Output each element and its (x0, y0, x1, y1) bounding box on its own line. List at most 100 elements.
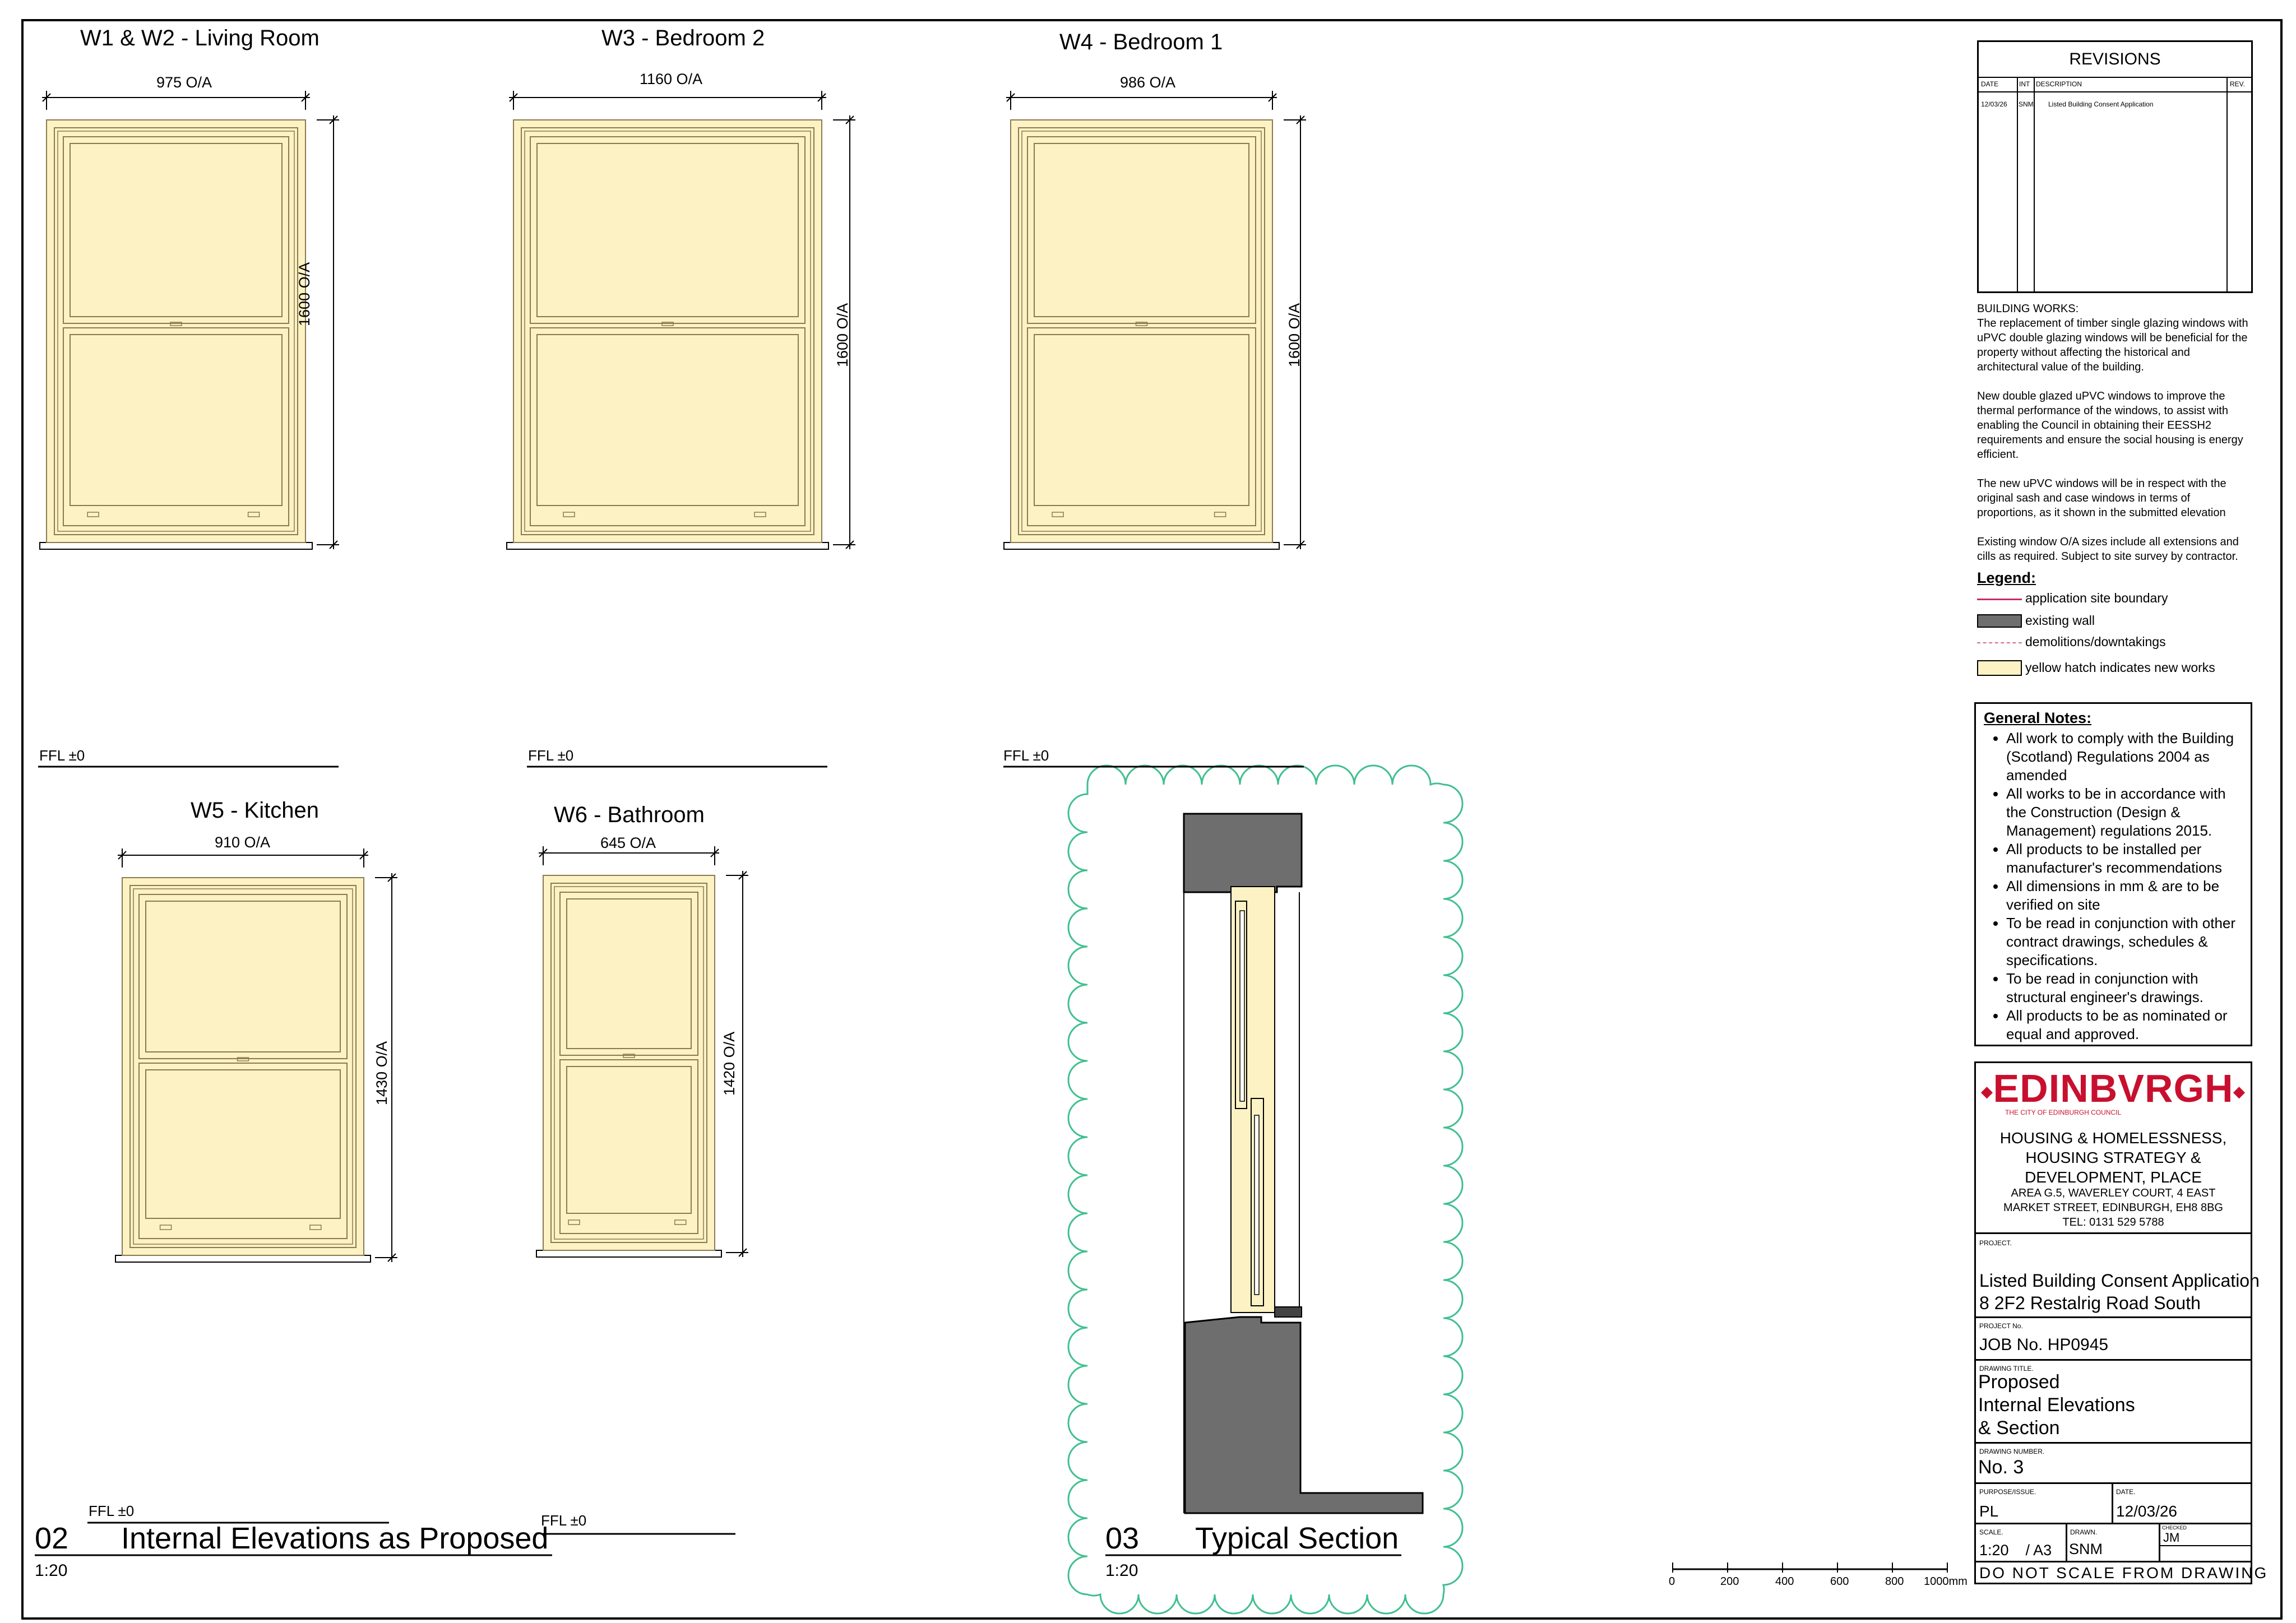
scale-bar-tick-label: 400 (1775, 1575, 1794, 1588)
dimension-tick (387, 873, 396, 882)
drawing-number: No. 3 (1978, 1457, 2024, 1478)
checked-label: CHECKED (2162, 1525, 2187, 1531)
legend-title: Legend: (1977, 569, 2036, 586)
window-elevations (39, 91, 1306, 1263)
dimension-tick (301, 93, 310, 102)
revisions-header-int: INT (2019, 80, 2030, 88)
title-block-divider (1976, 1482, 2251, 1484)
logo-diamond-icon: ◆ (2233, 1083, 2246, 1100)
drawing-title-3: & Section (1978, 1417, 2060, 1439)
legend-label: demolitions/downtakings (2025, 634, 2166, 649)
revisions-title: REVISIONS (2069, 50, 2161, 68)
general-notes: General Notes: All work to comply with t… (1974, 702, 2252, 1046)
window-sill (536, 1250, 722, 1258)
window-sill (115, 1255, 371, 1263)
dimension-tick (42, 93, 51, 102)
glazing-section (1239, 910, 1245, 1102)
glazing-section (1254, 1115, 1260, 1295)
scale-bar-tick-label: 800 (1885, 1575, 1904, 1588)
general-note-item: All dimensions in mm & are to be verifie… (2006, 877, 2244, 914)
lower-glazing (536, 334, 799, 506)
window-elevation-w4 (1003, 91, 1306, 550)
sash-lift-icon (247, 512, 260, 517)
revisions-row-description: Listed Building Consent Application (2048, 100, 2154, 108)
building-works-notes: BUILDING WORKS: The replacement of timbe… (1977, 302, 2252, 578)
title-block-divider (1976, 1442, 2251, 1444)
title-block-divider (2159, 1545, 2251, 1546)
view-number-02: 02 (35, 1522, 69, 1555)
revisions-column-divider (2017, 77, 2018, 291)
revision-cloud (1067, 764, 1464, 1615)
lower-glazing (145, 1069, 341, 1219)
purpose-label: PURPOSE/ISSUE. (1979, 1488, 2036, 1496)
title-block-divider (1976, 1523, 2251, 1524)
project-line-1: Listed Building Consent Application (1979, 1270, 2260, 1291)
revisions-header-line (1979, 77, 2251, 78)
existing-wall-swatch (1977, 614, 2022, 628)
sash-lift-icon (87, 512, 99, 517)
legend-label: existing wall (2025, 613, 2095, 628)
title-block: ◆EDINBVRGH◆ THE CITY OF EDINBURGH COUNCI… (1974, 1061, 2266, 1584)
lower-glazing (566, 1066, 692, 1214)
height-label-w3: 1600 O/A (834, 303, 851, 367)
width-label-w1w2: 975 O/A (156, 74, 212, 91)
revisions-header-line (1979, 91, 2251, 92)
window-inner-frame (554, 886, 704, 1240)
scale-value: 1:20 / A3 (1979, 1542, 2052, 1559)
dimension-tick (845, 115, 854, 124)
view-title-03: Typical Section (1195, 1522, 1399, 1555)
demolitions-swatch (1977, 642, 2022, 643)
dimension-tick (118, 851, 127, 860)
sash-catch-icon (170, 322, 182, 326)
width-label-w6: 645 O/A (600, 834, 656, 851)
logo-diamond-icon: ◆ (1981, 1083, 1993, 1100)
project-line-2: 8 2F2 Restalrig Road South (1979, 1293, 2201, 1313)
council-address-1: AREA G.5, WAVERLEY COURT, 4 EAST (2011, 1187, 2216, 1199)
title-block-divider (1976, 1316, 2251, 1318)
general-note-item: All products to be as nominated or equal… (2006, 1007, 2244, 1044)
general-note-item: All work to comply with the Building (Sc… (2006, 729, 2244, 785)
sash-catch-icon (237, 1057, 249, 1061)
view-number-03: 03 (1105, 1522, 1140, 1555)
legend-label: application site boundary (2025, 591, 2168, 605)
window-elevation-w1w2 (39, 91, 339, 550)
ffl-label: FFL ±0 (528, 747, 574, 764)
dimension-tick (329, 115, 338, 124)
council-logo-text: ◆EDINBVRGH◆ (1976, 1069, 2251, 1108)
title-block-divider (1976, 1359, 2251, 1361)
window-title-w5: W5 - Kitchen (191, 798, 319, 823)
scale-bar-tick-label: 1000mm (1924, 1575, 1968, 1588)
ffl-label: FFL ±0 (1003, 747, 1049, 764)
height-label-w1w2: 1600 O/A (296, 262, 313, 326)
scale-bar-tick-label: 0 (1669, 1575, 1675, 1588)
dimension-tick (539, 848, 548, 857)
dimension-tick (359, 851, 368, 860)
height-label-w4: 1600 O/A (1286, 303, 1303, 367)
revisions-row-date: 12/03/26 (1981, 100, 2007, 108)
dimension-tick (845, 540, 854, 549)
width-label-w3: 1160 O/A (640, 71, 703, 87)
sash-lift-icon (563, 512, 575, 517)
council-subtitle: THE CITY OF EDINBURGH COUNCIL (2005, 1109, 2122, 1116)
window-sill (506, 542, 829, 550)
revisions-column-divider (2226, 77, 2228, 291)
existing-wall-cill (1184, 1316, 1424, 1514)
width-label-w5: 910 O/A (215, 834, 271, 851)
scale-bar-tick-label: 600 (1830, 1575, 1849, 1588)
drawn-value: SNM (2069, 1541, 2103, 1557)
dimension-tick (817, 93, 826, 102)
building-works-heading: BUILDING WORKS: (1977, 303, 2079, 315)
ffl-lines (35, 766, 1401, 1556)
revisions-row-int: SNM (2019, 100, 2034, 108)
date-label: DATE. (2116, 1488, 2136, 1496)
do-not-scale-notice: DO NOT SCALE FROM DRAWING (1979, 1564, 2269, 1582)
window-elevation-w3 (506, 91, 855, 550)
dimension-tick (738, 1248, 747, 1257)
building-works-paragraph: Existing window O/A sizes include all ex… (1977, 536, 2239, 563)
sash-lift-icon (1052, 512, 1064, 517)
upper-glazing (145, 901, 341, 1052)
sash-catch-icon (1135, 322, 1148, 326)
ffl-label: FFL ±0 (39, 747, 85, 764)
upper-glazing (536, 143, 799, 317)
